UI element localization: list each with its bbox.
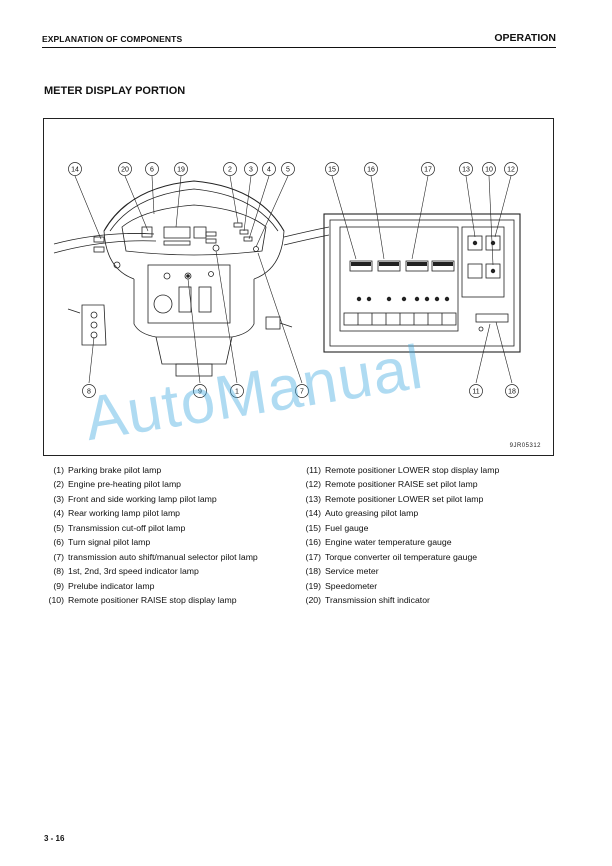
callout-17: 17 [424,167,432,174]
figure-code: 9JR05312 [509,443,541,449]
legend-item: (17)Torque converter oil temperature gau… [305,551,478,562]
callout-18: 18 [508,389,516,396]
callout-4: 4 [267,167,271,174]
callout-15: 15 [328,167,336,174]
callout-12: 12 [507,167,515,174]
legend-item: (11)Remote positioner LOWER stop display… [306,465,500,475]
callout-7: 7 [300,389,304,396]
legend-item: (19)Speedometer [305,580,378,591]
legend-left-column: (1)Parking brake pilot lamp (2)Engine pr… [44,463,299,608]
legend-item: (7)transmission auto shift/manual select… [53,551,258,562]
header-chapter-name: OPERATION [494,32,556,44]
callout-10: 10 [485,167,493,174]
callout-2: 2 [228,167,232,174]
meter-display-illustration: 14 20 6 19 2 3 4 5 8 9 1 7 15 16 17 13 1… [53,162,521,398]
callout-8: 8 [87,389,91,396]
callout-6: 6 [150,167,154,174]
legend-item: (5)Transmission cut-off pilot lamp [53,522,186,533]
legend-item: (20)Transmission shift indicator [305,595,430,606]
legend-item: (9)Prelube indicator lamp [53,580,155,591]
callout-1: 1 [235,389,239,396]
callout-16: 16 [367,167,375,174]
legend-item: (13)Remote positioner LOWER set pilot la… [305,493,484,504]
callout-5: 5 [286,167,290,174]
callout-14: 14 [71,167,79,174]
legend-item: (18)Service meter [305,566,379,577]
legend-item: (16)Engine water temperature gauge [305,537,452,548]
legend-item: (15)Fuel gauge [305,522,369,533]
legend-item: (2)Engine pre-heating pilot lamp [53,479,182,490]
callout-3: 3 [249,167,253,174]
legend-right-column: (11)Remote positioner LOWER stop display… [301,463,561,608]
page-number: 3 - 16 [44,834,65,843]
header-section-name: EXPLANATION OF COMPONENTS [42,34,183,44]
meter-display-figure: 14 20 6 19 2 3 4 5 8 9 1 7 15 16 17 13 1… [43,118,554,456]
legend-item: (14)Auto greasing pilot lamp [305,508,419,519]
section-title: METER DISPLAY PORTION [44,85,186,97]
legend-item: (6)Turn signal pilot lamp [53,537,151,548]
callout-20: 20 [121,167,129,174]
callout-11: 11 [472,389,479,396]
legend-item: (12)Remote positioner RAISE set pilot la… [305,479,478,490]
legend-item: (1)Parking brake pilot lamp [53,465,162,475]
legend-item: (3)Front and side working lamp pilot lam… [53,493,217,504]
callout-9: 9 [198,389,202,396]
page-header: EXPLANATION OF COMPONENTS OPERATION [42,32,556,48]
legend-item: (10)Remote positioner RAISE stop display… [48,595,237,606]
callout-19: 19 [177,167,185,174]
legend-item: (4)Rear working lamp pilot lamp [53,508,181,519]
legend-item: (8)1st, 2nd, 3rd speed indicator lamp [53,566,199,577]
callout-13: 13 [462,167,470,174]
